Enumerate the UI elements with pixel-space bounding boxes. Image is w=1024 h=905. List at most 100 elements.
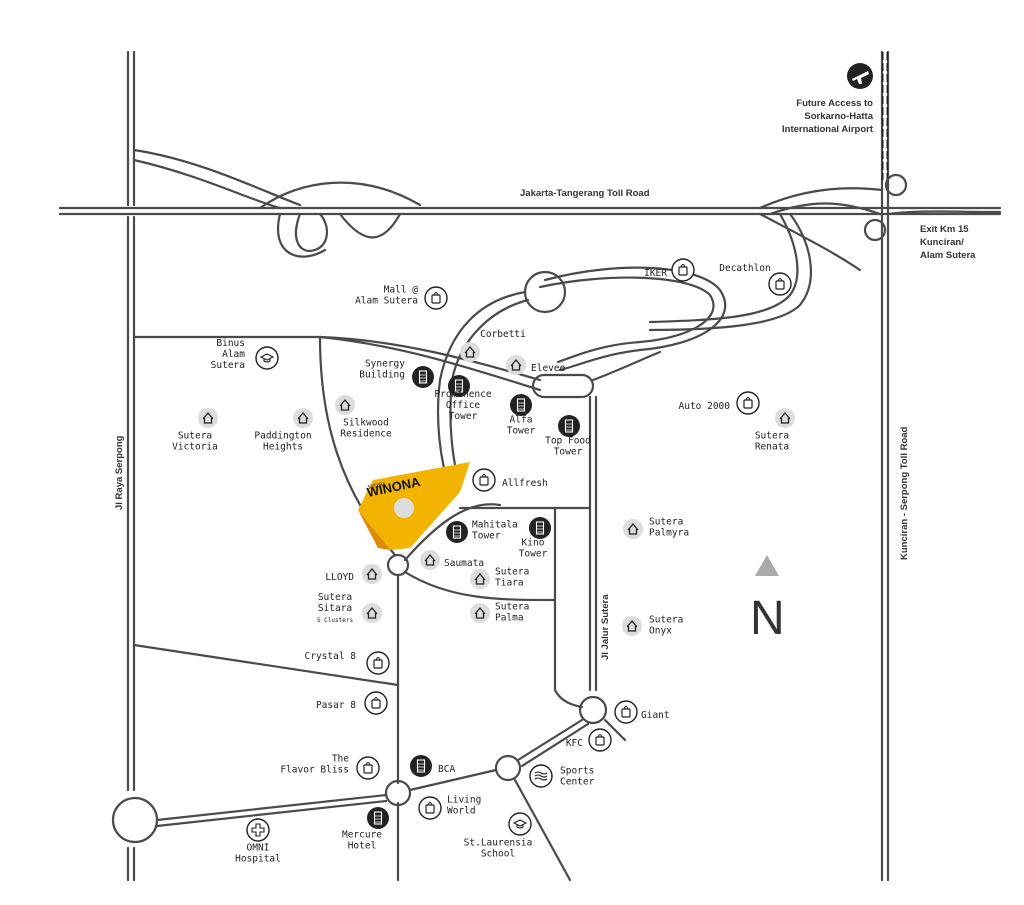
poi-label: Alam Sutera — [355, 296, 418, 307]
interchange-ramp-3 — [258, 181, 422, 210]
house-icon — [293, 408, 313, 428]
poi-label: Tower — [554, 447, 583, 458]
poi-decathlon[interactable]: Decathlon — [719, 263, 792, 296]
bag-glyph — [425, 804, 435, 814]
building-icon — [410, 755, 432, 777]
house-glyph — [366, 567, 378, 580]
house-glyph — [510, 358, 522, 371]
road-elevee-east — [591, 350, 662, 382]
poi-label: Heights — [263, 442, 303, 453]
airport-label-3: International Airport — [782, 124, 874, 135]
poi-label: Saumata — [444, 558, 484, 569]
poi-label: Crystal 8 — [305, 651, 357, 662]
shopping-bag-icon — [736, 391, 760, 415]
upper-loop-1 — [543, 266, 727, 372]
building-glyph — [418, 370, 428, 384]
building-icon — [412, 366, 434, 388]
poi-label: Sutera — [495, 567, 529, 578]
poi-bca[interactable]: BCA — [410, 755, 455, 777]
poi-auto2000[interactable]: Auto 2000 — [679, 391, 760, 415]
building-floors — [417, 763, 425, 771]
poi-iker[interactable]: IKER — [644, 258, 695, 282]
shopping-bag-icon — [588, 728, 612, 752]
bag-handle — [373, 696, 379, 701]
graduation-cap-icon — [255, 346, 279, 370]
house-glyph — [202, 411, 214, 424]
poi-kfc[interactable]: KFC — [566, 728, 612, 752]
building-floors — [453, 529, 461, 537]
poi-allfresh[interactable]: Allfresh — [472, 468, 548, 492]
poi-elevee[interactable]: Elevee — [506, 355, 566, 375]
north-triangle-icon — [755, 555, 779, 576]
poi-corbetti[interactable]: Corbetti — [460, 329, 526, 362]
serpong-road-label: Jl Raya Serpong — [114, 435, 125, 510]
poi-mall[interactable]: Mall @Alam Sutera — [355, 285, 448, 310]
poi-label: Tiara — [495, 578, 524, 589]
bag-glyph — [621, 708, 631, 718]
poi-saumata[interactable]: Saumata — [420, 550, 484, 570]
building-glyph — [516, 398, 526, 412]
poi-label: Decathlon — [719, 263, 770, 274]
winona-area[interactable] — [358, 462, 470, 550]
roundabout-north — [523, 270, 567, 314]
interchange-loop-right-bottom — [863, 218, 887, 242]
ramp-to-sutera-1 — [648, 212, 812, 332]
building-icon — [529, 517, 551, 539]
house-glyph — [626, 619, 638, 632]
poi-label: Palma — [495, 613, 524, 624]
poi-label: Onyx — [649, 626, 672, 637]
poi-label: Alam — [222, 349, 245, 360]
poi-pasar8[interactable]: Pasar 8 — [316, 691, 388, 715]
poi-label: St.Laurensia — [464, 838, 533, 849]
road-h-crystal — [132, 643, 400, 687]
poi-lloyd[interactable]: LLOYD — [325, 564, 382, 584]
poi-label: The — [332, 754, 349, 765]
shopping-bag-icon — [366, 651, 390, 675]
bag-handle — [481, 473, 487, 478]
poi-crystal8[interactable]: Crystal 8 — [305, 651, 390, 675]
poi-label: Living — [447, 795, 481, 806]
bag-glyph — [431, 294, 441, 304]
house-icon — [470, 603, 490, 623]
exit-label-1: Exit Km 15 — [920, 224, 969, 235]
poi-label: Prominence — [434, 389, 491, 400]
cross-glyph — [251, 823, 265, 837]
road-palma — [403, 570, 557, 602]
poi-label: Renata — [755, 442, 789, 453]
poi-giant[interactable]: Giant — [614, 700, 670, 724]
airport-label-2: Sorkarno-Hatta — [804, 111, 873, 122]
poi-label: Sutera — [178, 431, 212, 442]
building-glyph — [373, 811, 383, 825]
road-sports-s — [513, 778, 572, 882]
house-icon — [198, 408, 218, 428]
building-floors — [536, 525, 544, 533]
poi-label: Sitara — [318, 603, 352, 614]
shopping-bag-icon — [418, 796, 442, 820]
bag-handle — [745, 396, 751, 401]
poi-label: School — [481, 849, 515, 860]
